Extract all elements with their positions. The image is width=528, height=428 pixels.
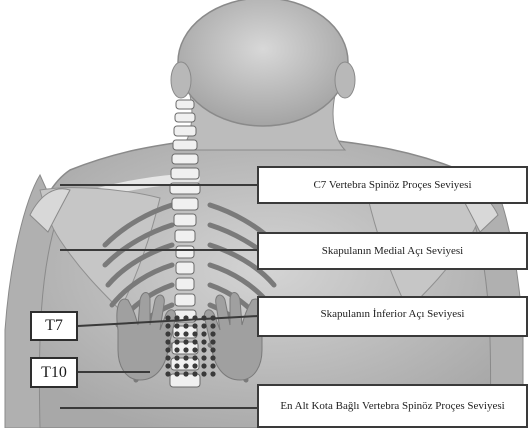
dot: [201, 323, 206, 328]
dot: [174, 371, 179, 376]
dot: [183, 331, 188, 336]
dot: [183, 363, 188, 368]
dot: [165, 355, 170, 360]
dot: [210, 323, 215, 328]
dot: [192, 347, 197, 352]
dot: [183, 347, 188, 352]
dot: [174, 355, 179, 360]
dot: [192, 363, 197, 368]
dot: [165, 339, 170, 344]
dot: [183, 323, 188, 328]
dot: [210, 371, 215, 376]
dot: [210, 363, 215, 368]
dot: [192, 331, 197, 336]
dot: [174, 331, 179, 336]
dot: [192, 355, 197, 360]
dot: [210, 347, 215, 352]
left-ear: [171, 62, 191, 98]
dot: [165, 371, 170, 376]
dot: [165, 331, 170, 336]
dot: [192, 339, 197, 344]
label-scapula-medial-angle: Skapulanın Medial Açı Seviyesi: [257, 232, 528, 270]
dot: [192, 371, 197, 376]
dot: [174, 363, 179, 368]
dot: [201, 355, 206, 360]
dot: [201, 331, 206, 336]
label-scapula-inferior-angle: Skapulanın İnferior Açı Seviyesi: [257, 296, 528, 337]
dot: [174, 339, 179, 344]
dot: [183, 339, 188, 344]
dot: [183, 371, 188, 376]
dot: [165, 347, 170, 352]
dot: [201, 363, 206, 368]
dot: [183, 355, 188, 360]
label-lowest-rib-vertebra: En Alt Kota Bağlı Vertebra Spinöz Proçes…: [257, 384, 528, 428]
head: [178, 0, 348, 126]
tag-t10: T10: [30, 357, 78, 388]
dot: [210, 355, 215, 360]
right-ear: [335, 62, 355, 98]
tag-t7: T7: [30, 311, 78, 341]
dot: [165, 315, 170, 320]
dot: [165, 323, 170, 328]
dot: [210, 339, 215, 344]
label-c7-level: C7 Vertebra Spinöz Proçes Seviyesi: [257, 166, 528, 204]
dot: [201, 371, 206, 376]
dot: [174, 323, 179, 328]
dot: [210, 331, 215, 336]
dot: [201, 339, 206, 344]
dot: [165, 363, 170, 368]
dot: [192, 323, 197, 328]
dot: [201, 347, 206, 352]
dot: [174, 347, 179, 352]
